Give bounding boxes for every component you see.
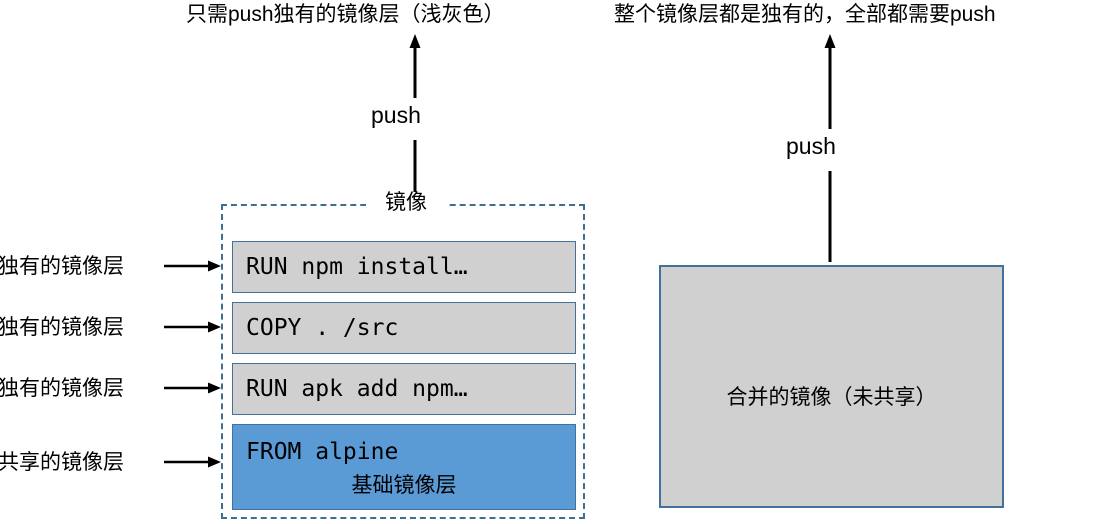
right-push-label: push [786,133,836,159]
side-connector-arrow-2-icon [164,382,221,394]
layer-annotation-label: 共享的镜像层 [0,451,124,474]
merged-image-label: 合并的镜像（未共享） [726,386,937,409]
layer-instruction-text: COPY . /src [246,315,399,341]
layer-instruction-text: RUN npm install… [246,254,468,280]
image-group-caption-background [366,196,446,216]
base-image-layer-row: FROM alpine 基础镜像层 [232,424,576,510]
left-push-label: push [371,102,421,128]
layer-annotation-label: 独有的镜像层 [0,377,124,400]
base-layer-caption: 基础镜像层 [351,474,457,497]
layer-instruction-text: FROM alpine [246,439,399,465]
side-connector-arrow-1-icon [164,321,221,333]
image-layer-row: RUN apk add npm… [232,363,576,415]
left-diagram-title: 只需push独有的镜像层（浅灰色） [186,3,505,26]
layer-instruction-text: RUN apk add npm… [246,376,468,402]
side-connector-arrow-3-icon [164,456,221,468]
image-layer-row: RUN npm install… [232,241,576,293]
layer-annotation-label: 独有的镜像层 [0,316,124,339]
image-group-caption: 镜像 [385,191,427,214]
right-diagram-title: 整个镜像层都是独有的，全部都需要push [614,3,996,26]
side-connector-arrow-0-icon [164,260,221,272]
merged-image-box: 合并的镜像（未共享） [659,265,1004,508]
image-layer-row: COPY . /src [232,302,576,354]
layer-annotation-label: 独有的镜像层 [0,255,124,278]
